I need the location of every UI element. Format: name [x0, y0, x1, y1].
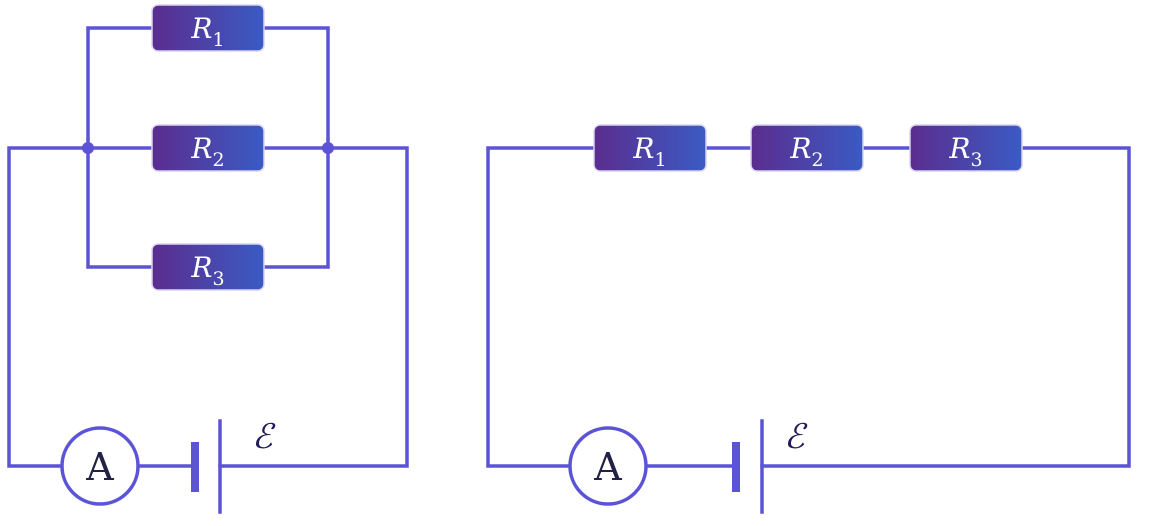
series-wires: [486, 146, 1131, 468]
resistor-label: R3: [190, 251, 224, 290]
parallel-circuit: R1 R2 R3 A ℰ: [7, 4, 409, 514]
parallel-battery: ℰ: [191, 417, 276, 514]
resistor-label: R2: [789, 132, 823, 171]
series-ammeter: A: [568, 426, 648, 506]
parallel-resistor-r1: R1: [151, 4, 265, 52]
resistor-label: R2: [190, 132, 224, 171]
parallel-resistor-r2: R2: [151, 124, 265, 172]
junction-right-dot: [322, 142, 334, 154]
ammeter-label: A: [85, 445, 114, 489]
parallel-ammeter: A: [60, 426, 140, 506]
emf-label: ℰ: [252, 417, 276, 457]
series-resistor-r2: R2: [750, 124, 864, 172]
emf-label: ℰ: [784, 417, 808, 457]
resistor-label: R1: [632, 132, 666, 171]
series-circuit: R1 R2 R3 A ℰ: [486, 124, 1131, 514]
parallel-junctions: [82, 142, 334, 154]
junction-left-dot: [82, 142, 94, 154]
parallel-wires: [7, 26, 409, 468]
parallel-resistor-r3: R3: [151, 243, 265, 291]
ammeter-label: A: [593, 445, 622, 489]
resistor-label: R1: [190, 12, 224, 51]
series-battery: ℰ: [732, 417, 808, 514]
resistor-label: R3: [948, 132, 982, 171]
series-resistor-r3: R3: [909, 124, 1023, 172]
series-resistor-r1: R1: [593, 124, 707, 172]
